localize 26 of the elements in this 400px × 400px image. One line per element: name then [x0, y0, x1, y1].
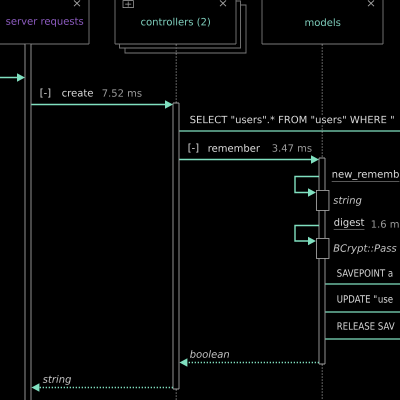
activation-bar	[172, 102, 180, 390]
edge-label: remember	[207, 144, 260, 152]
activation-bar	[24, 44, 32, 400]
query-text: RELEASE SAV	[336, 322, 396, 330]
duration-label: 3.47 ms	[271, 144, 313, 152]
lifeline	[176, 44, 177, 104]
collapse-toggle: [-]	[187, 143, 200, 153]
lifeline-header: controllers (2)	[114, 0, 236, 44]
lifeline	[322, 44, 323, 158]
activation-box	[316, 190, 330, 211]
lifeline	[176, 388, 177, 400]
duration-label: 7.52 ms	[101, 88, 143, 98]
return-type-label: BCrypt::Pass	[333, 244, 396, 254]
edge-label: new_rememb	[331, 170, 400, 182]
return-type-label: string	[333, 196, 362, 206]
query-text: SAVEPOINT a	[336, 268, 394, 278]
duration-label: 1.6 m	[370, 220, 400, 228]
lifeline-header: server requests	[0, 0, 90, 44]
lifeline-header: models	[262, 0, 384, 44]
edge-label: boolean	[189, 350, 230, 358]
edge-label: string	[42, 374, 72, 386]
edge-label: digest	[333, 218, 365, 230]
activation-box	[316, 238, 330, 259]
query-text: SELECT "users".* FROM "users" WHERE "	[189, 115, 396, 124]
collapse-toggle: [-]	[39, 88, 52, 98]
lifeline	[322, 364, 323, 400]
